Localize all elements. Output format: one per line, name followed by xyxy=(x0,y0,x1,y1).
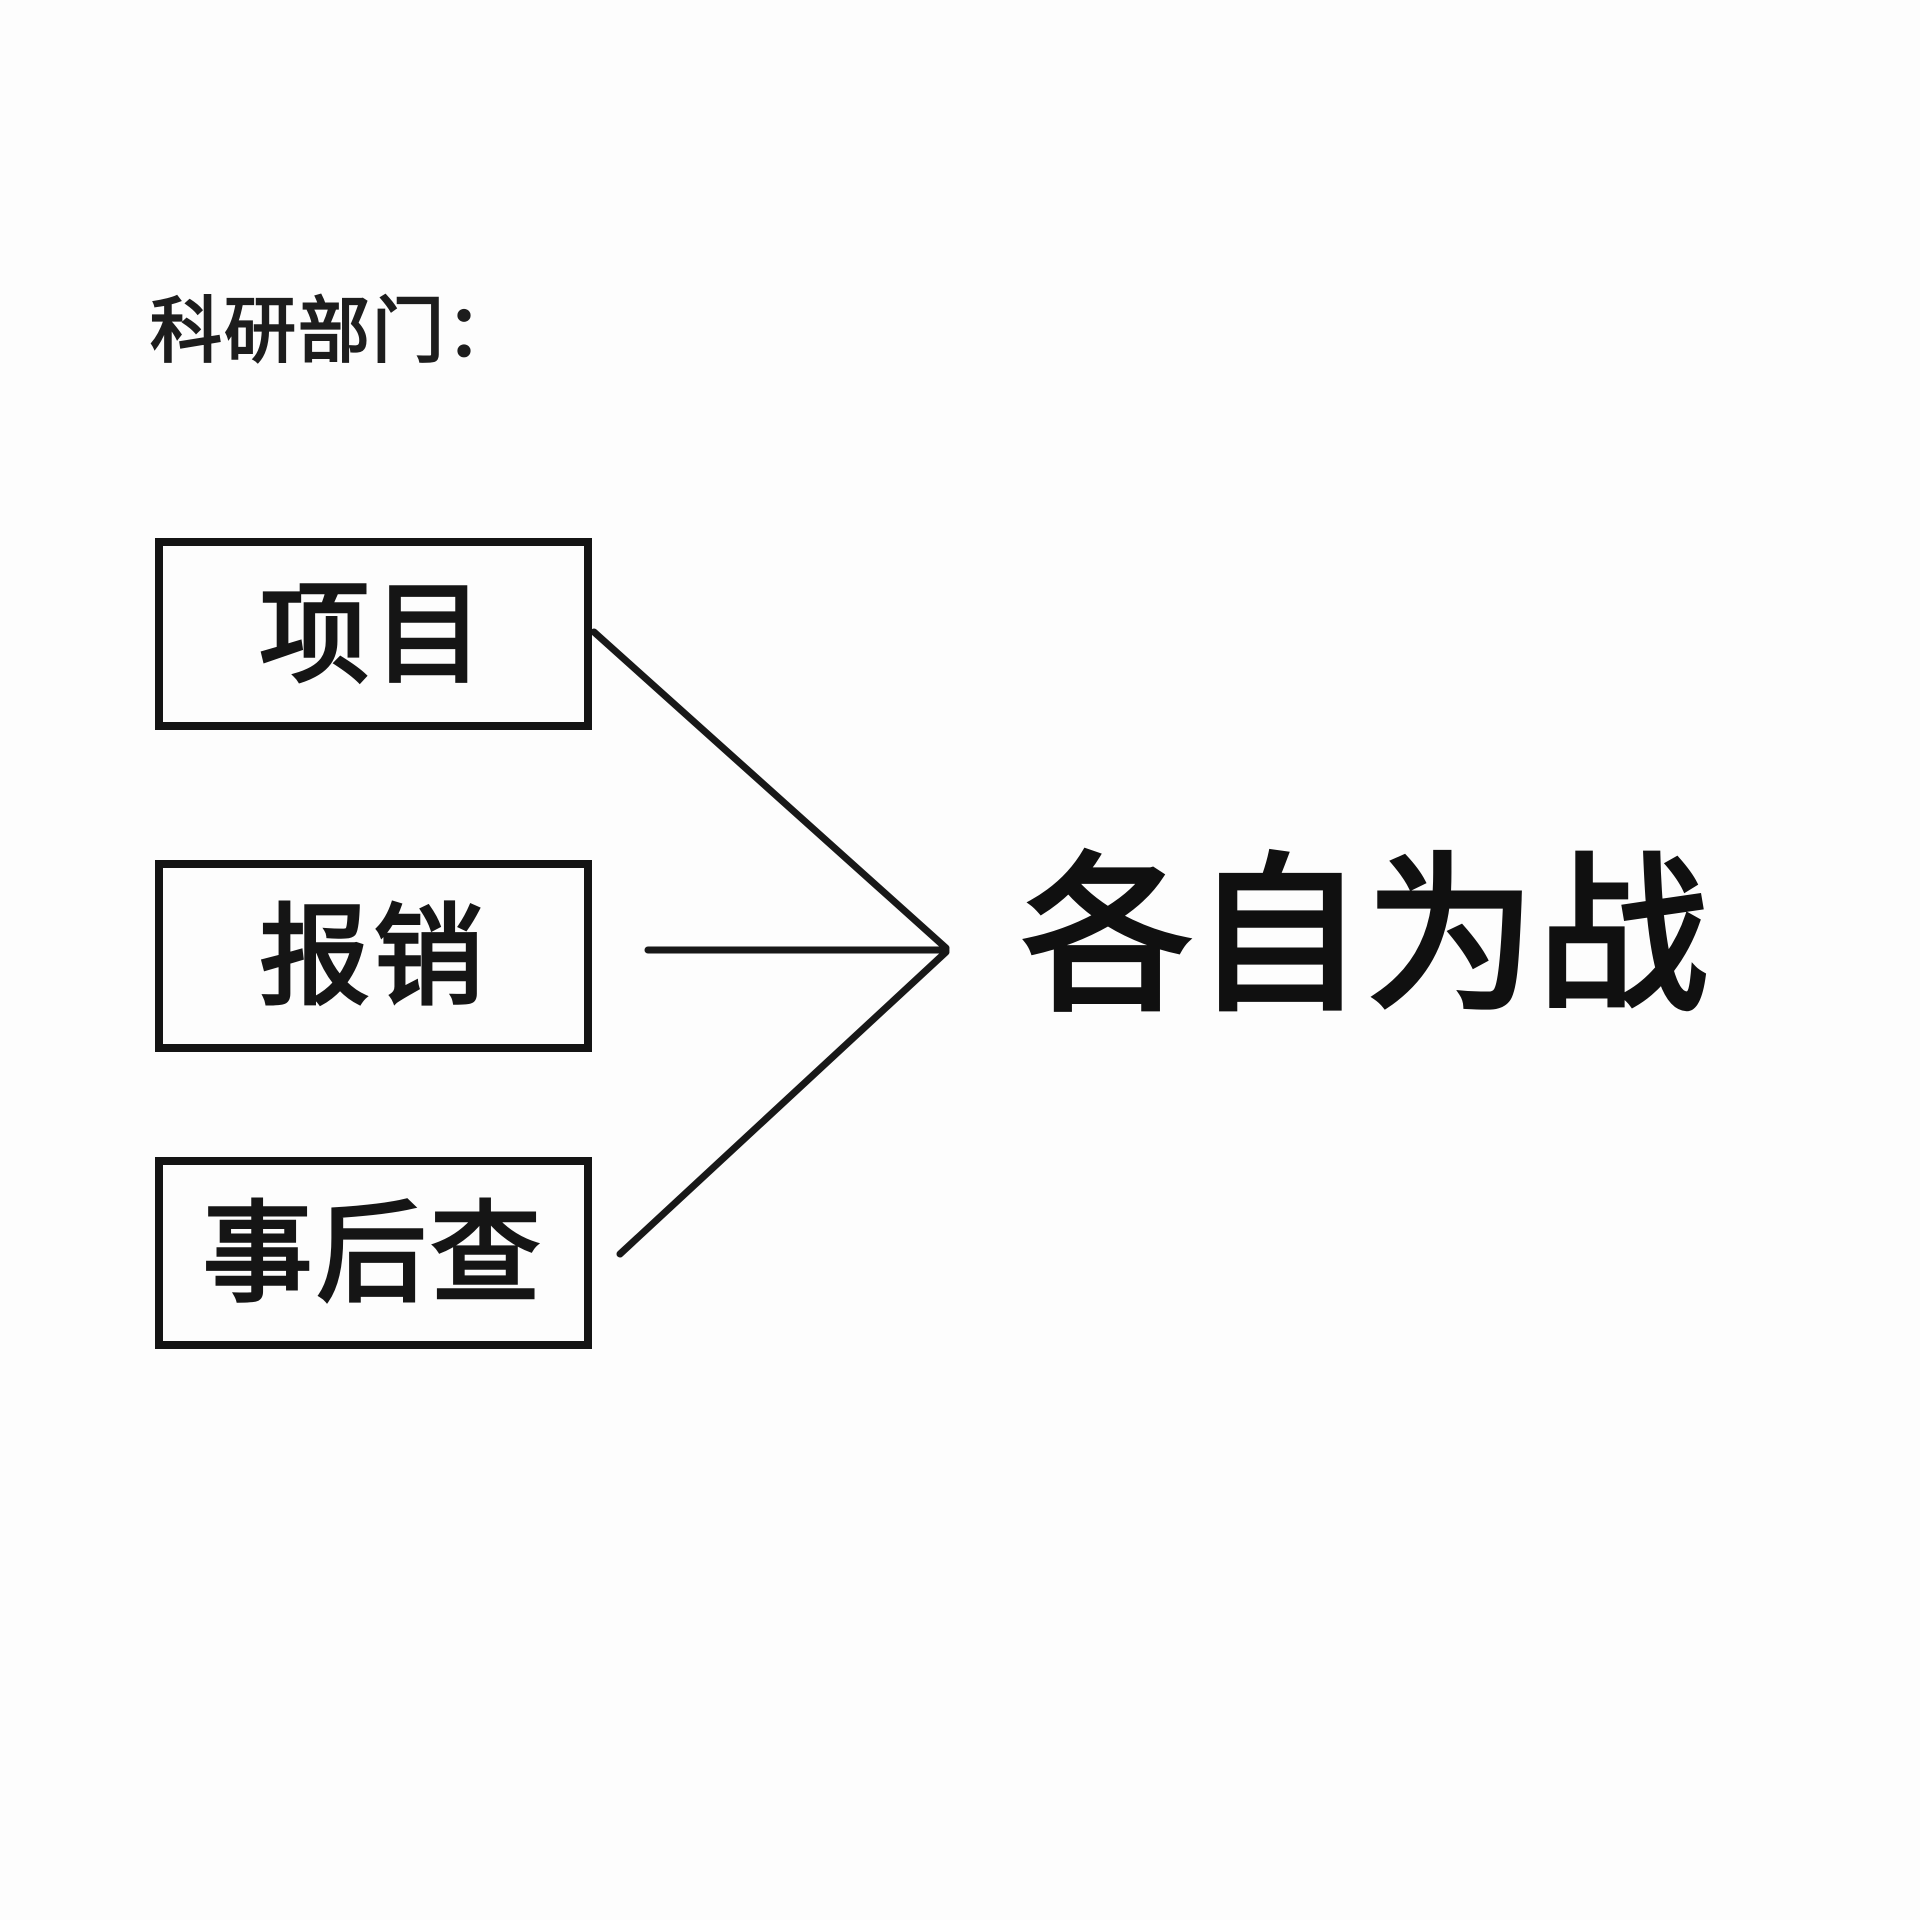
flow-box-project-label: 项目 xyxy=(259,574,488,697)
flow-box-reimbursement-label: 报销 xyxy=(259,896,488,1019)
flow-box-post-audit: 事后查 xyxy=(155,1157,592,1349)
connector-line-top xyxy=(590,628,950,952)
connector-line-bottom xyxy=(616,948,950,1258)
result-text: 各自为战 xyxy=(1022,842,1711,1032)
page-title: 科研部门： xyxy=(150,292,521,372)
flow-box-post-audit-label: 事后查 xyxy=(202,1193,545,1316)
flow-box-project: 项目 xyxy=(155,538,592,730)
flow-box-reimbursement: 报销 xyxy=(155,860,592,1052)
